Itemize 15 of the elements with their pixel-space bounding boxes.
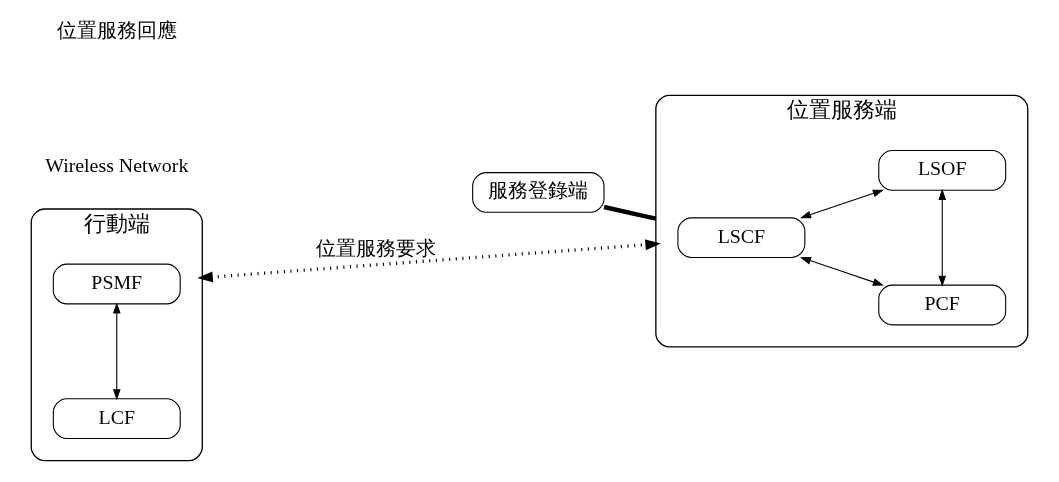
arrow	[799, 189, 884, 219]
edge-label: 位置服務要求	[316, 236, 437, 259]
node-box: PSMF	[52, 263, 181, 305]
node-box: PCF	[878, 284, 1007, 326]
node-box: 服務登錄端	[472, 172, 605, 213]
arrow	[112, 302, 121, 401]
arrow	[197, 239, 661, 283]
node-box: LSOF	[878, 149, 1007, 191]
label: 位置服務回應	[56, 19, 177, 42]
arrow	[799, 257, 884, 286]
node-box: LSCF	[677, 217, 806, 259]
node-box: LCF	[52, 398, 181, 440]
arrow	[938, 188, 947, 287]
connector	[603, 204, 657, 221]
label: Wireless Network	[45, 153, 189, 176]
